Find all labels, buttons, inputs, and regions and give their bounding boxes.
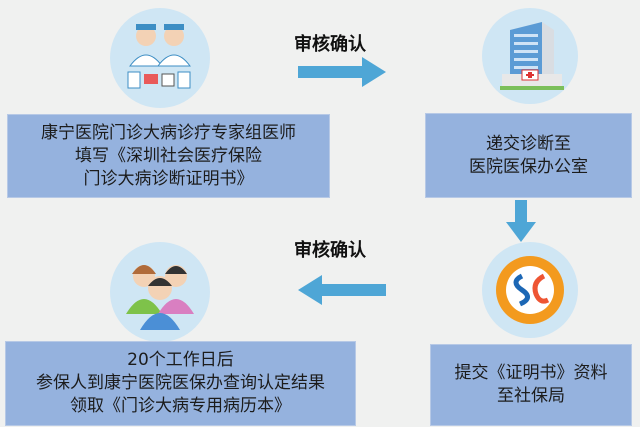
- step-collect-medical-record: 20个工作日后 参保人到康宁医院医保办查询认定结果 领取《门诊大病专用病历本》: [5, 341, 356, 426]
- step-4-line-2: 参保人到康宁医院医保办查询认定结果: [36, 373, 325, 393]
- step-1-line-2: 填写《深圳社会医疗保险: [75, 145, 262, 166]
- top-arrow-label: 审核确认: [294, 34, 366, 55]
- left-arrow-icon: [298, 275, 386, 305]
- step-submit-to-social-security: 提交《证明书》资料 至社保局: [430, 344, 632, 426]
- step-3-line-2: 至社保局: [497, 386, 565, 406]
- step-4-line-1: 20个工作日后: [127, 350, 234, 370]
- doctors-icon-circle: [110, 8, 210, 108]
- step-3-line-1: 提交《证明书》资料: [454, 363, 608, 383]
- hospital-building-icon: [500, 22, 564, 90]
- social-security-logo-icon: [496, 256, 564, 324]
- social-security-circle: [482, 242, 578, 338]
- step-doctor-fills-certificate: 康宁医院门诊大病诊疗专家组医师 填写《深圳社会医疗保险 门诊大病诊断证明书》: [7, 114, 330, 198]
- step-1-line-1: 康宁医院门诊大病诊疗专家组医师: [41, 122, 296, 143]
- step-submit-to-hospital-office: 递交诊断至 医院医保办公室: [425, 113, 632, 198]
- bottom-arrow-label: 审核确认: [294, 240, 366, 261]
- step-4-line-3: 领取《门诊大病专用病历本》: [70, 396, 291, 416]
- right-arrow-icon: [298, 57, 386, 87]
- step-2-line-1: 递交诊断至: [486, 133, 571, 154]
- people-icon: [126, 265, 194, 330]
- people-icon-circle: [110, 242, 210, 342]
- hospital-icon-circle: [482, 8, 578, 104]
- step-2-line-2: 医院医保办公室: [469, 156, 588, 177]
- doctors-icon: [127, 24, 191, 89]
- down-arrow-icon: [506, 200, 536, 242]
- step-1-line-3: 门诊大病诊断证明书》: [83, 168, 254, 189]
